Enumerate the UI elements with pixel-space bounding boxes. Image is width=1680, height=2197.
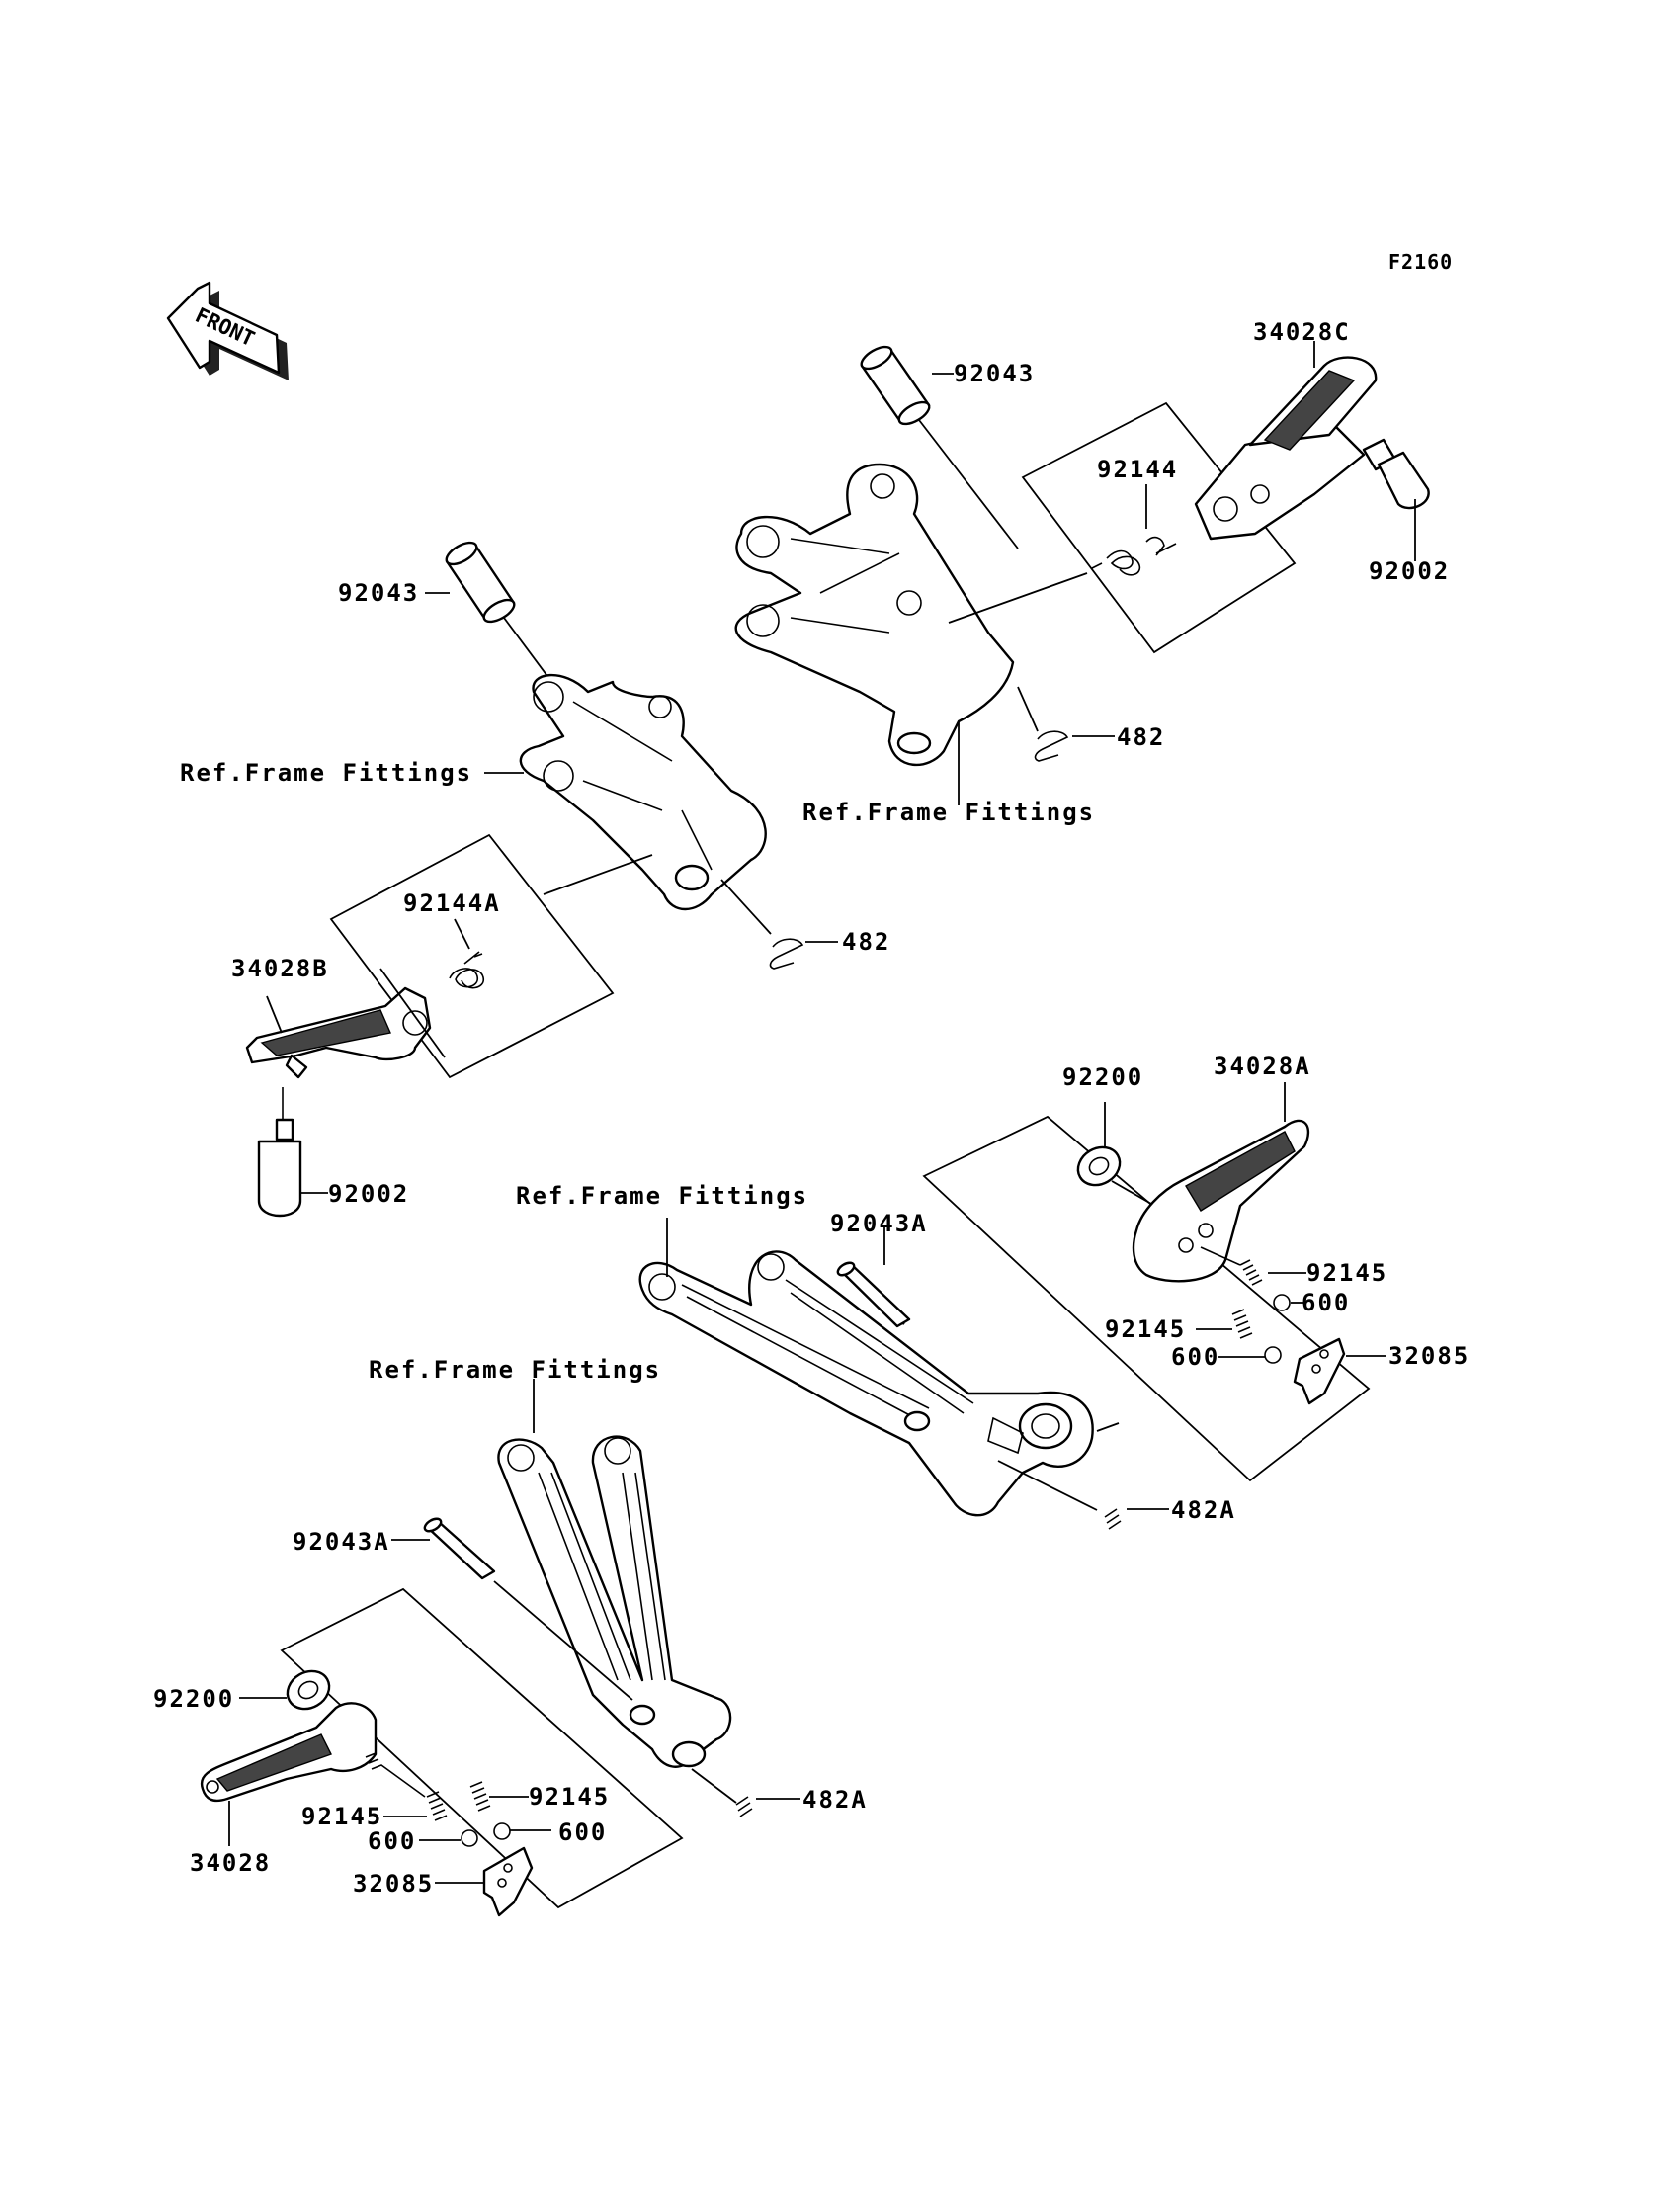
label-ref-frame-fittings: Ref.Frame Fittings: [369, 1356, 661, 1384]
label-ref-frame-fittings: Ref.Frame Fittings: [516, 1182, 808, 1210]
right-front-footpeg-assembly: 92043 34028C 92144 92002 482 Ref.Frame F…: [734, 318, 1450, 826]
detent-ball-part: [461, 1829, 478, 1847]
retaining-clip-part: [1104, 1508, 1122, 1530]
footpeg-bolt-part: [257, 1087, 302, 1218]
label-34028A: 34028A: [1214, 1053, 1311, 1080]
label-92145: 92145: [1105, 1315, 1186, 1343]
label-92043A: 92043A: [830, 1210, 928, 1237]
label-34028: 34028: [190, 1849, 271, 1877]
label-92144: 92144: [1097, 456, 1178, 483]
retaining-clip-part: [769, 938, 804, 970]
right-rear-footpeg-assembly: 92200 34028A Ref.Frame Fittings 92043A 9…: [516, 1053, 1470, 1530]
label-482: 482: [1117, 723, 1165, 751]
left-front-footpeg-assembly: 92043 Ref.Frame Fittings 92144A 482 3402…: [180, 541, 890, 1218]
label-600: 600: [558, 1818, 607, 1846]
detent-spring-part: [426, 1791, 448, 1821]
label-32085: 32085: [353, 1870, 434, 1898]
label-600: 600: [1302, 1289, 1350, 1316]
footpeg-part: [200, 1702, 378, 1803]
pivot-pin-part: [836, 1261, 911, 1328]
return-spring-part: [449, 951, 484, 989]
detent-spring-part: [1231, 1309, 1253, 1339]
footpeg-part: [1194, 356, 1378, 541]
footpeg-hanger-part: [638, 1250, 1094, 1517]
label-32085: 32085: [1388, 1342, 1470, 1370]
pivot-pin-part: [445, 541, 516, 624]
footpeg-bolt-part: [1362, 438, 1430, 510]
return-spring-part: [1091, 536, 1177, 576]
label-92200: 92200: [153, 1685, 234, 1713]
label-92145: 92145: [1306, 1259, 1387, 1287]
label-482A: 482A: [1171, 1496, 1236, 1524]
label-92002: 92002: [328, 1180, 409, 1208]
footpeg-hanger-part: [497, 1435, 732, 1768]
label-92043: 92043: [338, 579, 419, 607]
diagram-code: F2160: [1388, 250, 1453, 274]
label-482A: 482A: [802, 1786, 868, 1814]
detent-spring-part: [469, 1781, 491, 1812]
footpeg-bracket-part: [734, 463, 1015, 766]
label-92200: 92200: [1062, 1063, 1143, 1091]
retaining-clip-part: [735, 1796, 753, 1817]
label-92145: 92145: [301, 1803, 382, 1830]
detent-plate-part: [482, 1846, 534, 1917]
front-arrow-icon: FRONT: [166, 281, 289, 380]
label-482: 482: [842, 928, 890, 956]
label-92144A: 92144A: [403, 889, 501, 917]
pivot-pin-part: [423, 1517, 496, 1580]
detent-ball-part: [1273, 1294, 1291, 1311]
label-92043: 92043: [954, 360, 1035, 387]
footpeg-part: [245, 986, 432, 1079]
label-600: 600: [368, 1827, 416, 1855]
pivot-pin-part: [860, 345, 931, 426]
label-ref-frame-fittings: Ref.Frame Fittings: [802, 799, 1095, 826]
label-92145: 92145: [529, 1783, 610, 1811]
detent-ball-part: [493, 1822, 511, 1840]
footpeg-bracket-part: [519, 673, 767, 911]
detent-spring-part: [1200, 1246, 1263, 1286]
retaining-clip-part: [1034, 730, 1069, 762]
washer-part: [1076, 1145, 1122, 1187]
washer-part: [286, 1669, 331, 1711]
detent-plate-part: [1293, 1337, 1346, 1405]
label-ref-frame-fittings: Ref.Frame Fittings: [180, 759, 472, 787]
label-92043A: 92043A: [293, 1528, 390, 1556]
label-92002: 92002: [1369, 557, 1450, 585]
label-34028B: 34028B: [231, 955, 329, 982]
label-600: 600: [1171, 1343, 1219, 1371]
label-34028C: 34028C: [1253, 318, 1351, 346]
detent-ball-part: [1264, 1346, 1282, 1364]
footpeg-part: [1132, 1119, 1310, 1283]
left-rear-footpeg-assembly: Ref.Frame Fittings 92043A 92200 92145 92…: [153, 1356, 868, 1917]
